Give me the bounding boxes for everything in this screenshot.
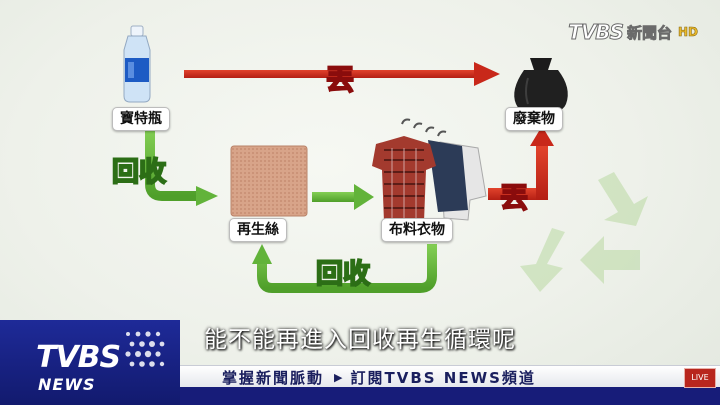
channel-logo-latin: TVBS: [568, 20, 625, 45]
hd-badge: HD: [677, 25, 699, 40]
recycle-arrow-bottom: [252, 244, 437, 293]
news-ticker: 掌握新聞脈動 ▶ 訂閱TVBS NEWS頻道: [180, 365, 720, 388]
recycle-arrow-left: [145, 128, 218, 206]
channel-logo-cjk: 新聞台: [626, 23, 673, 42]
news-lower-third: TVBS NEWS 掌握新聞脈動 ▶ 訂閱TVBS NEWS頻道 LIVE: [0, 320, 720, 405]
clothes-label: 布料衣物: [381, 218, 453, 242]
recycle-tag-left: 回收: [111, 156, 167, 189]
recycling-diagram: [123, 25, 648, 293]
ticker-item-1: 掌握新聞脈動: [222, 368, 325, 387]
trash-label: 廢棄物: [505, 107, 563, 131]
clothes-rack-icon: [372, 118, 487, 222]
play-triangle-icon: ▶: [334, 370, 345, 384]
subtitle-caption: 能不能再進入回收再生循環呢: [204, 327, 516, 353]
ticker-base-bar: [180, 387, 720, 405]
recycle-tag-bottom: 回收: [315, 258, 371, 291]
fabric-swatch-icon: [230, 145, 308, 217]
live-badge: LIVE: [684, 368, 716, 388]
fiber-label: 再生絲: [229, 218, 287, 242]
dot-pattern-icon: [125, 331, 165, 367]
garbage-bag-icon: [514, 58, 568, 114]
ticker-item-2[interactable]: 訂閱TVBS NEWS頻道: [350, 368, 536, 387]
discard-tag-right: 丟: [499, 180, 529, 215]
discard-tag-top: 丟: [325, 62, 355, 97]
recycle-symbol-icon: [520, 172, 648, 292]
water-bottle-icon: [123, 25, 151, 103]
channel-logo: TVBS 新聞台 HD: [568, 18, 699, 46]
tvbs-news-logo: TVBS NEWS: [0, 320, 180, 405]
discard-arrow-right: [488, 126, 554, 200]
discard-arrow-top: [184, 62, 500, 86]
bottle-label: 寶特瓶: [112, 107, 170, 131]
logo-brand-sub: NEWS: [38, 375, 96, 394]
logo-brand-main: TVBS: [36, 340, 121, 375]
fiber-to-clothes-arrow: [312, 184, 374, 210]
